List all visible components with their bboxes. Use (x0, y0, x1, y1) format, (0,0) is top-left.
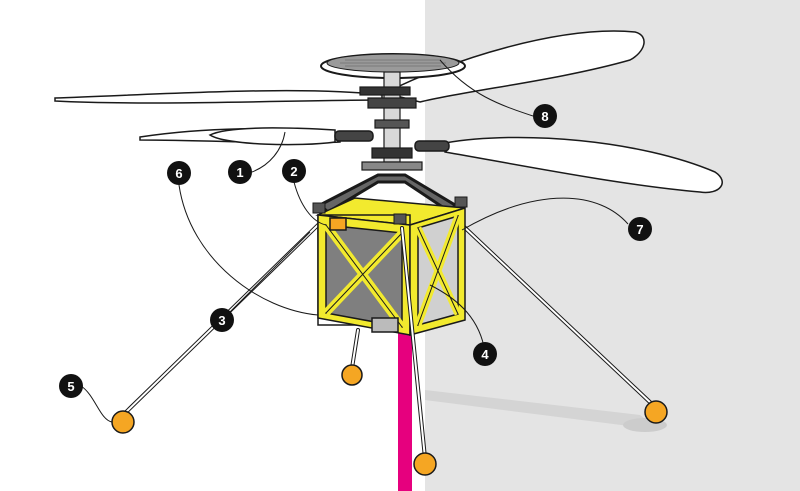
upper-rotor (54, 30, 645, 104)
callout-1: 1 (228, 160, 252, 184)
callout-7-badge (628, 217, 652, 241)
callout-8: 8 (533, 104, 557, 128)
callout-7-number: 7 (636, 222, 643, 237)
callout-1-number: 1 (236, 165, 243, 180)
antenna-mast (398, 333, 412, 491)
callout-5-number: 5 (67, 379, 74, 394)
callout-2-number: 2 (290, 164, 297, 179)
callout-4-number: 4 (481, 347, 489, 362)
callouts: 1 2 3 4 5 6 7 8 (59, 104, 652, 398)
rotor-mast (359, 71, 423, 171)
callout-3-badge (210, 308, 234, 332)
callout-6-badge (167, 161, 191, 185)
callout-8-badge (533, 104, 557, 128)
callout-3-number: 3 (218, 313, 225, 328)
callout-4-badge (473, 342, 497, 366)
callout-6: 6 (167, 161, 191, 185)
callout-6-number: 6 (175, 166, 182, 181)
callout-3: 3 (210, 308, 234, 332)
callout-8-number: 8 (541, 109, 548, 124)
solar-panel (320, 53, 466, 79)
callout-4: 4 (473, 342, 497, 366)
callout-7: 7 (628, 217, 652, 241)
lower-rotor (139, 127, 723, 194)
callout-5-badge (59, 374, 83, 398)
callout-2-badge (282, 159, 306, 183)
landing-leg-front (400, 226, 427, 460)
fuselage-body (315, 197, 466, 336)
callout-1-badge (228, 160, 252, 184)
callout-2: 2 (282, 159, 306, 183)
callout-5: 5 (59, 374, 83, 398)
callout-leader-lines (80, 59, 629, 423)
corner-caps (312, 196, 468, 225)
landing-feet (111, 364, 668, 476)
